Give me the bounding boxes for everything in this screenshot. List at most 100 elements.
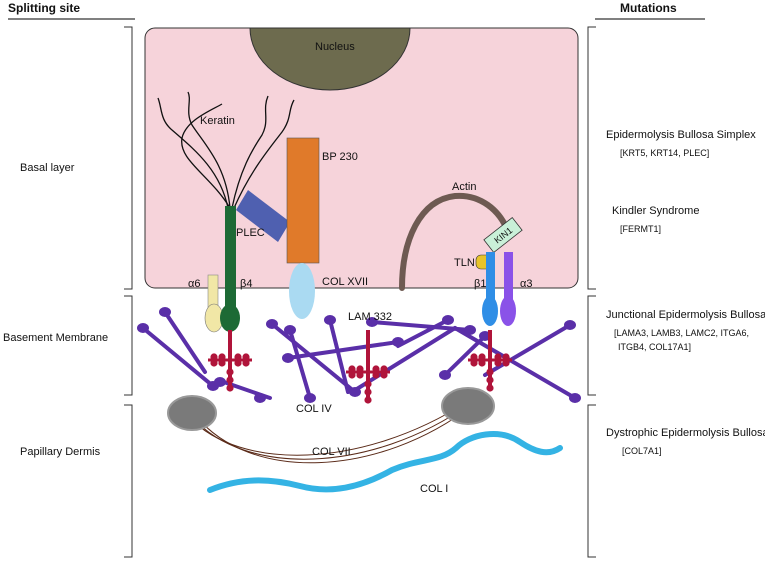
- laminin-globule: [372, 365, 380, 373]
- mutations-list: Epidermolysis Bullosa Simplex [KRT5, KRT…: [606, 129, 765, 456]
- col4-node: [464, 325, 476, 335]
- mutation-deb-genes: [COL7A1]: [622, 446, 662, 456]
- laminin-globule: [226, 384, 234, 392]
- laminin-globule: [210, 353, 218, 361]
- laminin-globule: [486, 368, 494, 376]
- actin-filament: [399, 192, 511, 291]
- col4-node: [137, 323, 149, 333]
- keratin-filaments: [157, 91, 295, 209]
- laminin-globule: [218, 353, 226, 361]
- mutation-jeb-genes-2: ITGB4, COL17A1]: [618, 342, 691, 352]
- nucleus-label: Nucleus: [315, 41, 355, 53]
- col4-node: [564, 320, 576, 330]
- alpha6-label: α6: [188, 278, 200, 290]
- laminin-globule: [242, 353, 250, 361]
- col4-node: [442, 315, 454, 325]
- splitting-site-header: Splitting site: [8, 1, 80, 15]
- col4-node: [254, 393, 266, 403]
- laminin-globule: [380, 371, 388, 379]
- laminin-globule: [226, 368, 234, 376]
- basal-layer-label: Basal layer: [20, 162, 75, 174]
- plec-label: PLEC: [236, 227, 265, 239]
- keratin-filament-5: [181, 103, 231, 209]
- col4-node: [349, 387, 361, 397]
- laminin-globule: [234, 353, 242, 361]
- col4-strand: [286, 340, 400, 360]
- anchoring-plaque-right: [441, 387, 495, 425]
- laminin-globule: [470, 353, 478, 361]
- dermis-right-bracket: [587, 404, 596, 558]
- laminin-globule: [356, 365, 364, 373]
- basement-left-bracket: [124, 295, 133, 396]
- beta4-head: [220, 304, 240, 332]
- keratin-filament-3: [231, 95, 269, 209]
- col1-fiber: [207, 431, 563, 493]
- basement-membrane-label: Basement Membrane: [3, 332, 108, 344]
- laminin-globule: [502, 353, 510, 361]
- laminin-globule: [348, 365, 356, 373]
- col4-strand: [396, 318, 450, 348]
- alpha3-head: [500, 296, 516, 326]
- laminin-globule: [356, 371, 364, 379]
- laminin-globule: [348, 371, 356, 379]
- mutation-jeb-genes-1: [LAMA3, LAMB3, LAMC2, ITGA6,: [614, 328, 749, 338]
- mutation-kindler-genes: [FERMT1]: [620, 224, 661, 234]
- col4-strand: [141, 326, 215, 388]
- keratin-label: Keratin: [200, 115, 235, 127]
- col17-protein: [289, 263, 315, 319]
- tln-label: TLN: [454, 257, 475, 269]
- laminin-globule: [364, 380, 372, 388]
- col4-node: [392, 337, 404, 347]
- col4-node: [159, 307, 171, 317]
- beta1-stalk: [486, 252, 495, 310]
- col4-node: [304, 393, 316, 403]
- beta4-stalk: [225, 206, 236, 314]
- mutation-jeb-name: Junctional Epidermolysis Bullosa: [606, 309, 765, 321]
- col4-label: COL IV: [296, 403, 332, 415]
- keratin-filament-2: [187, 91, 231, 209]
- col4-node: [214, 377, 226, 387]
- nucleus: [249, 27, 411, 91]
- laminin-globule: [234, 359, 242, 367]
- laminin-globule: [486, 376, 494, 384]
- mutation-ebs-name: Epidermolysis Bullosa Simplex: [606, 129, 756, 141]
- basement-right-bracket: [587, 295, 596, 396]
- col4-strand: [443, 334, 487, 377]
- bp230-protein: [286, 137, 320, 264]
- kin1-protein: KIN1: [483, 217, 523, 253]
- laminin-globule: [380, 365, 388, 373]
- col4-strand: [163, 310, 207, 374]
- col17-label: COL XVII: [322, 276, 368, 288]
- col4-strand: [270, 322, 357, 394]
- alpha3-label: α3: [520, 278, 532, 290]
- keratin-filament-4: [233, 99, 295, 209]
- laminin-globule: [502, 359, 510, 367]
- laminin-globule: [470, 359, 478, 367]
- laminin-globule: [494, 353, 502, 361]
- col4-node: [324, 315, 336, 325]
- bp230-label: BP 230: [322, 151, 358, 163]
- beta1-head: [482, 296, 498, 326]
- col4-node: [439, 370, 451, 380]
- col1-label: COL I: [420, 483, 448, 495]
- laminin-globule: [364, 388, 372, 396]
- col4-strand: [328, 318, 350, 394]
- keratin-filament-1: [157, 97, 229, 209]
- laminin-globule: [226, 376, 234, 384]
- alpha3-stalk: [504, 252, 513, 310]
- mutation-kindler-name: Kindler Syndrome: [612, 205, 699, 217]
- anchoring-plaque-left: [167, 395, 217, 431]
- mutation-ebs-genes: [KRT5, KRT14, PLEC]: [620, 148, 709, 158]
- col4-node: [284, 325, 296, 335]
- mutation-deb-name: Dystrophic Epidermolysis Bullosa: [606, 427, 765, 439]
- papillary-dermis-label: Papillary Dermis: [20, 446, 101, 458]
- col4-node: [266, 319, 278, 329]
- laminin-globule: [242, 359, 250, 367]
- laminin-globule: [364, 396, 372, 404]
- basal-right-bracket: [587, 26, 596, 290]
- col4-node: [366, 317, 378, 327]
- laminin-globule: [372, 371, 380, 379]
- lam332-label: LAM 332: [348, 311, 392, 323]
